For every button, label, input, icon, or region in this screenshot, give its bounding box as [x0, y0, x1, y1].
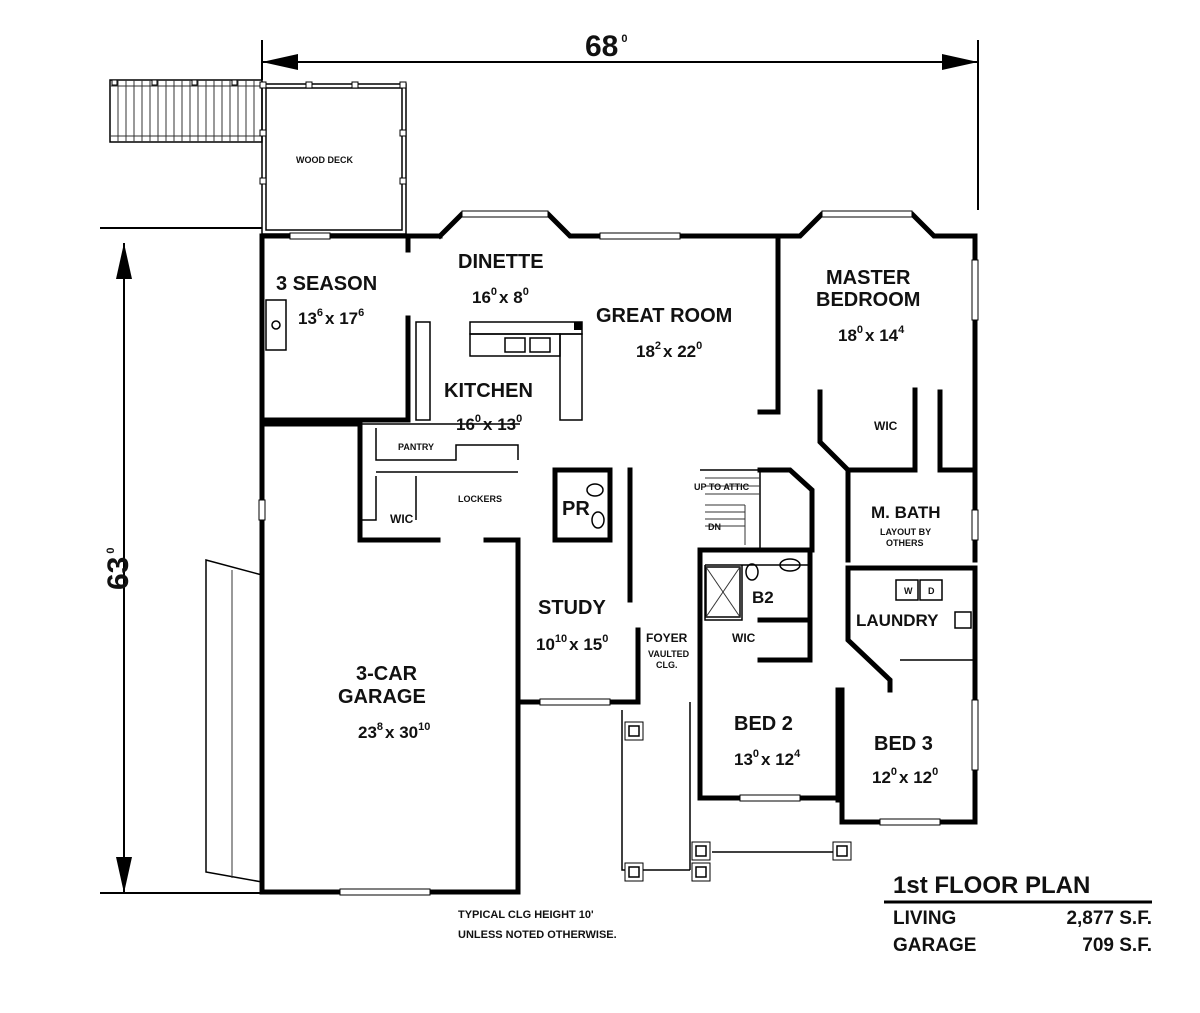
- study-name: STUDY: [538, 597, 606, 619]
- wic-mudroom-label: WIC: [390, 512, 414, 526]
- garage-name-2: GARAGE: [338, 686, 426, 708]
- depth-dimension-label: 630: [102, 548, 135, 591]
- washer-label: W: [904, 586, 913, 596]
- lockers-label: LOCKERS: [458, 494, 502, 504]
- m-bath-note-1: LAYOUT BY: [880, 527, 931, 537]
- dinette-name: DINETTE: [458, 251, 544, 273]
- foyer-note-2: CLG.: [656, 660, 678, 670]
- garage-overhang: [205, 559, 263, 883]
- dn-label: DN: [708, 522, 721, 532]
- master-bedroom-name-1: MASTER: [826, 267, 911, 289]
- legend-living-label: LIVING: [893, 908, 956, 929]
- legend-title: 1st FLOOR PLAN: [893, 872, 1090, 899]
- foyer-note-1: VAULTED: [648, 649, 690, 659]
- m-bath-name: M. BATH: [871, 503, 941, 522]
- plan-legend: 1st FLOOR PLAN LIVING 2,877 S.F. GARAGE …: [884, 872, 1152, 956]
- b2-label: B2: [752, 588, 774, 607]
- three-season-name: 3 SEASON: [276, 273, 377, 295]
- ceiling-note-line-1: TYPICAL CLG HEIGHT 10': [458, 909, 594, 921]
- wood-deck: WOOD DECK: [109, 79, 407, 235]
- laundry-label: LAUNDRY: [856, 611, 939, 630]
- pantry-label: PANTRY: [398, 442, 434, 452]
- stair-treads: [705, 477, 760, 545]
- wic-bed2-label: WIC: [732, 631, 756, 645]
- b2-fixtures: [705, 558, 801, 618]
- kitchen-name: KITCHEN: [444, 380, 533, 402]
- legend-garage-label: GARAGE: [893, 935, 976, 956]
- legend-living-value: 2,877 S.F.: [1066, 908, 1152, 929]
- garage-name-1: 3-CAR: [356, 663, 418, 685]
- porch-columns: [621, 702, 852, 882]
- m-bath-note-2: OTHERS: [886, 538, 924, 548]
- bed3-name: BED 3: [874, 733, 933, 755]
- foyer-name: FOYER: [646, 631, 688, 645]
- wic-master-label: WIC: [874, 419, 898, 433]
- dryer-label: D: [928, 586, 935, 596]
- great-room-name: GREAT ROOM: [596, 305, 732, 327]
- depth-dimension: 630: [100, 227, 262, 894]
- wood-deck-label: WOOD DECK: [296, 155, 353, 165]
- laundry-appliances: [895, 579, 972, 629]
- master-bedroom-name-2: BEDROOM: [816, 289, 920, 311]
- ceiling-note-line-2: UNLESS NOTED OTHERWISE.: [458, 929, 617, 941]
- bed2-name: BED 2: [734, 713, 793, 735]
- pr-fixtures: [586, 483, 605, 529]
- legend-garage-value: 709 S.F.: [1082, 935, 1152, 956]
- pr-label: PR: [562, 498, 590, 520]
- fireplace: [265, 299, 287, 351]
- up-to-attic-label: UP TO ATTIC: [694, 482, 750, 492]
- kitchen-fixtures: [415, 321, 583, 421]
- windows: [258, 210, 979, 896]
- ceiling-note: TYPICAL CLG HEIGHT 10' UNLESS NOTED OTHE…: [458, 909, 617, 941]
- interior-walls: [259, 233, 978, 825]
